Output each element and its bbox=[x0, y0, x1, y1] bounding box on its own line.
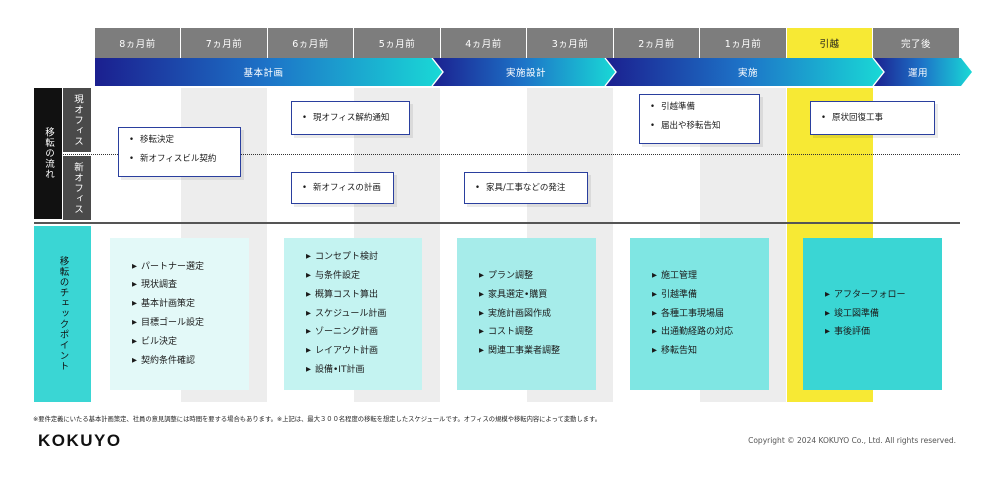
checkpoint-section-label: 移転のチェックポイント bbox=[34, 226, 91, 402]
checkpoint-item: 関連工事業者調整 bbox=[479, 342, 596, 361]
task-new-office-plan: 新オフィスの計画 bbox=[291, 172, 394, 204]
checkpoint-item: 出通勤経路の対応 bbox=[652, 323, 769, 342]
checkpoint-item: ビル決定 bbox=[132, 333, 249, 352]
checkpoint-item: ゾーニング計画 bbox=[306, 323, 422, 342]
task-item: 家具/工事などの発注 bbox=[475, 179, 565, 198]
checkpoint-item: 目標ゴール設定 bbox=[132, 314, 249, 333]
task-restoration: 原状回復工事 bbox=[810, 101, 935, 135]
month-header-6m: 6ヵ月前 bbox=[268, 28, 353, 58]
phase-bar bbox=[95, 58, 972, 86]
month-header-5m: 5ヵ月前 bbox=[354, 28, 440, 58]
phase-label-execution: 実施 bbox=[737, 68, 758, 79]
checkpoint-item: 設備•IT計画 bbox=[306, 361, 422, 380]
flow-section-label: 移転の流れ bbox=[34, 88, 62, 219]
phase-label-operation: 運用 bbox=[907, 68, 928, 79]
month-header-1m: 1ヵ月前 bbox=[700, 28, 786, 58]
section-divider-line bbox=[34, 222, 960, 224]
checkpoint-item: 現状調査 bbox=[132, 276, 249, 295]
phase-chevron-operation bbox=[873, 58, 972, 86]
current-office-label: 現オフィス bbox=[63, 88, 91, 152]
checkpoint-item: 各種工事現場届 bbox=[652, 305, 769, 324]
checkpoint-item: プラン調整 bbox=[479, 267, 596, 286]
office-divider-line bbox=[63, 154, 960, 155]
month-header-after: 完了後 bbox=[873, 28, 959, 58]
checkpoint-item: 竣工図準備 bbox=[825, 305, 942, 324]
phase-label-detailed-design: 実施設計 bbox=[505, 68, 546, 79]
task-furniture-order: 家具/工事などの発注 bbox=[464, 172, 588, 204]
checkpoint-item: 引越準備 bbox=[652, 286, 769, 305]
checkpoint-panel-detailed-design: プラン調整 家具選定•購買 実施計画図作成 コスト調整 関連工事業者調整 bbox=[457, 238, 596, 390]
month-header-2m: 2ヵ月前 bbox=[614, 28, 699, 58]
checkpoint-item: レイアウト計画 bbox=[306, 342, 422, 361]
checkpoint-item: 契約条件確認 bbox=[132, 352, 249, 371]
task-item: 届出や移転告知 bbox=[650, 117, 753, 136]
phase-label-basic-plan: 基本計画 bbox=[243, 68, 284, 79]
checkpoint-item: 概算コスト算出 bbox=[306, 286, 422, 305]
task-moving-prep: 引越準備 届出や移転告知 bbox=[639, 94, 760, 144]
month-header-8m: 8ヵ月前 bbox=[95, 28, 180, 58]
phase-chevron-detailed-design bbox=[432, 58, 616, 86]
checkpoint-item: 実施計画図作成 bbox=[479, 305, 596, 324]
checkpoint-panel-basic-plan: パートナー選定 現状調査 基本計画策定 目標ゴール設定 ビル決定 契約条件確認 bbox=[110, 238, 249, 390]
month-header-move: 引越 bbox=[787, 28, 872, 58]
checkpoint-item: 基本計画策定 bbox=[132, 295, 249, 314]
task-cancellation-notice: 現オフィス解約通知 bbox=[291, 101, 410, 135]
checkpoint-item: 移転告知 bbox=[652, 342, 769, 361]
task-item: 新オフィスビル契約 bbox=[129, 150, 234, 169]
checkpoint-item: アフターフォロー bbox=[825, 286, 942, 305]
phase-chevron-basic-plan bbox=[95, 58, 443, 86]
phase-chevron-execution bbox=[605, 58, 884, 86]
checkpoint-item: スケジュール計画 bbox=[306, 305, 422, 324]
task-item: 原状回復工事 bbox=[821, 109, 883, 128]
task-item: 現オフィス解約通知 bbox=[302, 109, 389, 128]
checkpoint-item: コスト調整 bbox=[479, 323, 596, 342]
checkpoint-panel-planning: コンセプト検討 与条件設定 概算コスト算出 スケジュール計画 ゾーニング計画 レ… bbox=[284, 238, 422, 390]
month-header-7m: 7ヵ月前 bbox=[181, 28, 267, 58]
new-office-label: 新オフィス bbox=[63, 156, 91, 220]
kokuyo-logo: KOKUYO bbox=[38, 431, 122, 450]
month-header-4m: 4ヵ月前 bbox=[441, 28, 526, 58]
checkpoint-item: パートナー選定 bbox=[132, 258, 249, 277]
checkpoint-item: 与条件設定 bbox=[306, 267, 422, 286]
footnote-text: ※要件定義にいたる基本計画策定、社員の意見調整には時間を要する場合もあります。※… bbox=[33, 416, 602, 423]
checkpoint-item: コンセプト検討 bbox=[306, 248, 422, 267]
checkpoint-item: 事後評価 bbox=[825, 323, 942, 342]
checkpoint-item: 家具選定•購買 bbox=[479, 286, 596, 305]
month-header-3m: 3ヵ月前 bbox=[527, 28, 613, 58]
task-item: 移転決定 bbox=[129, 131, 234, 150]
checkpoint-item: 施工管理 bbox=[652, 267, 769, 286]
task-relocation-decision: 移転決定 新オフィスビル契約 bbox=[118, 127, 241, 177]
task-item: 新オフィスの計画 bbox=[302, 179, 381, 198]
checkpoint-panel-execution: 施工管理 引越準備 各種工事現場届 出通勤経路の対応 移転告知 bbox=[630, 238, 769, 390]
copyright-text: Copyright © 2024 KOKUYO Co., Ltd. All ri… bbox=[748, 436, 956, 445]
checkpoint-panel-operation: アフターフォロー 竣工図準備 事後評価 bbox=[803, 238, 942, 390]
task-item: 引越準備 bbox=[650, 98, 753, 117]
